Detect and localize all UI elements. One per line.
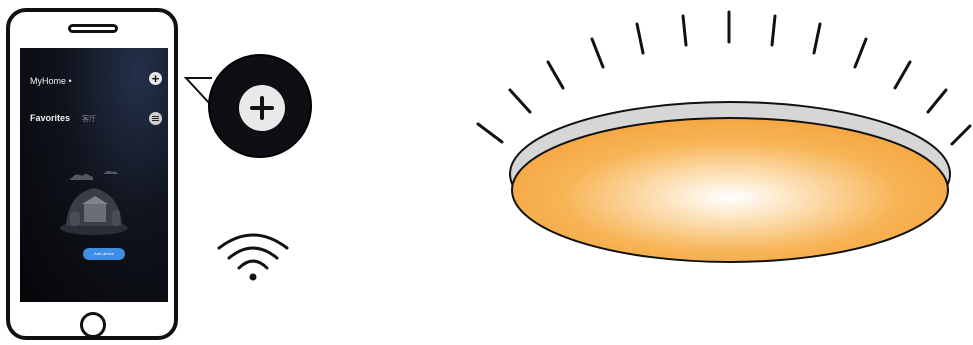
lamp-diffuser [512,118,948,262]
